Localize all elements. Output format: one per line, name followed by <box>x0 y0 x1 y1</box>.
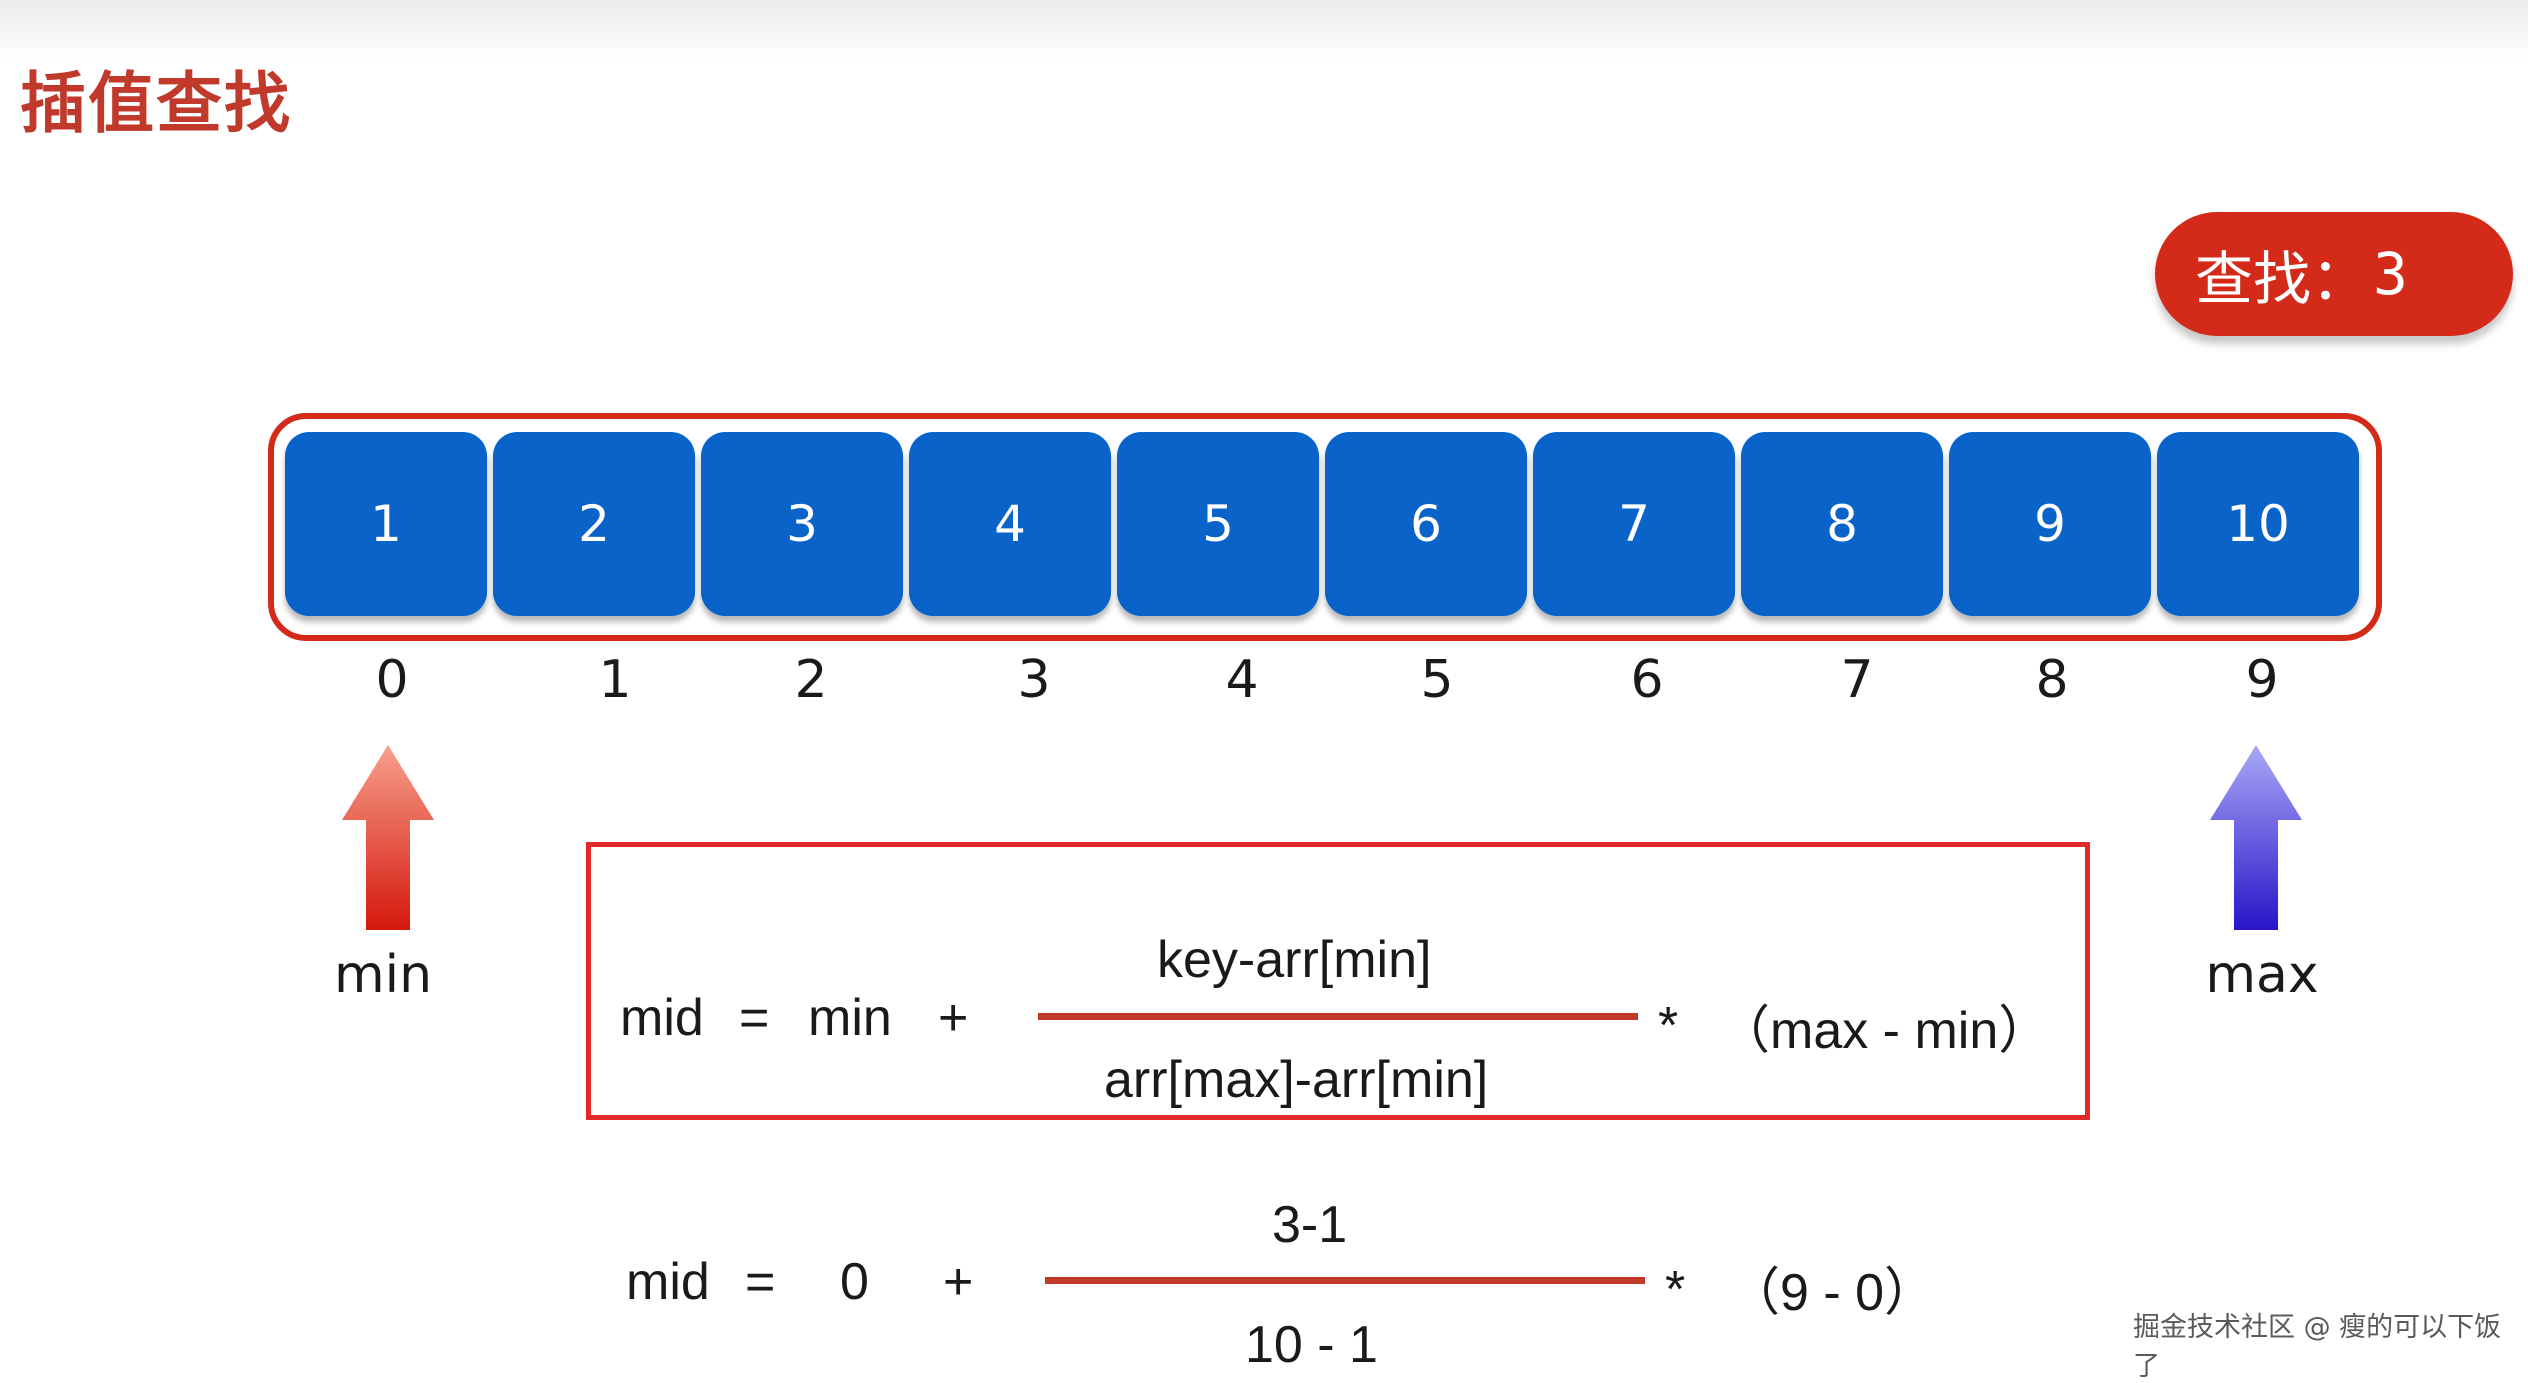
array-index: 0 <box>375 650 409 710</box>
example-times: * <box>1665 1261 1686 1319</box>
array-cell: 2 <box>493 432 695 616</box>
array-cell: 8 <box>1741 432 1943 616</box>
max-pointer-arrow-icon <box>2210 745 2302 930</box>
array-cell: 1 <box>285 432 487 616</box>
array-cell: 4 <box>909 432 1111 616</box>
formula-lhs: mid <box>620 989 704 1047</box>
search-label: 查找： <box>2195 245 2370 313</box>
min-pointer-label: min <box>333 945 433 1005</box>
formula-equals: = <box>739 989 770 1047</box>
array-index: 5 <box>1420 650 1454 710</box>
array-index: 8 <box>2035 650 2069 710</box>
formula-fraction-bar <box>1038 1013 1638 1020</box>
array-index: 7 <box>1840 650 1874 710</box>
example-lhs: mid <box>626 1253 710 1311</box>
example-numerator: 3-1 <box>1272 1196 1348 1254</box>
array-cell: 10 <box>2157 432 2359 616</box>
formula-numerator: key-arr[min] <box>1157 931 1432 989</box>
array-index: 9 <box>2245 650 2279 710</box>
formula-range: （max - min） <box>1718 1002 2051 1060</box>
watermark: 掘金技术社区 @ 瘦的可以下饭了 <box>2133 1312 2502 1382</box>
search-target-badge: 查找： 3 <box>2155 212 2513 336</box>
top-band <box>0 0 2528 60</box>
example-range: （9 - 0） <box>1728 1264 1937 1322</box>
example-equals: = <box>745 1253 776 1311</box>
example-min: 0 <box>840 1253 869 1311</box>
array-index: 2 <box>794 650 828 710</box>
array-cell: 6 <box>1325 432 1527 616</box>
example-plus: + <box>943 1253 974 1311</box>
array-cell: 3 <box>701 432 903 616</box>
array-cell: 7 <box>1533 432 1735 616</box>
array-index: 3 <box>1017 650 1051 710</box>
formula-min: min <box>808 989 892 1047</box>
formula-denominator: arr[max]-arr[min] <box>1104 1051 1489 1109</box>
formula-times: * <box>1658 997 1679 1055</box>
example-denominator: 10 - 1 <box>1245 1316 1378 1374</box>
formula-box <box>586 842 2090 1120</box>
array-index: 4 <box>1225 650 1259 710</box>
search-value: 3 <box>2373 240 2408 308</box>
array-cell: 9 <box>1949 432 2151 616</box>
array-index: 6 <box>1630 650 1664 710</box>
example-fraction-bar <box>1045 1277 1645 1284</box>
array-frame <box>268 413 2382 641</box>
min-pointer-arrow-icon <box>342 745 434 930</box>
slide-title: 插值查找 <box>20 65 292 142</box>
array-cell: 5 <box>1117 432 1319 616</box>
array-index: 1 <box>598 650 632 710</box>
formula-plus: + <box>938 989 969 1047</box>
max-pointer-label: max <box>2205 945 2319 1005</box>
